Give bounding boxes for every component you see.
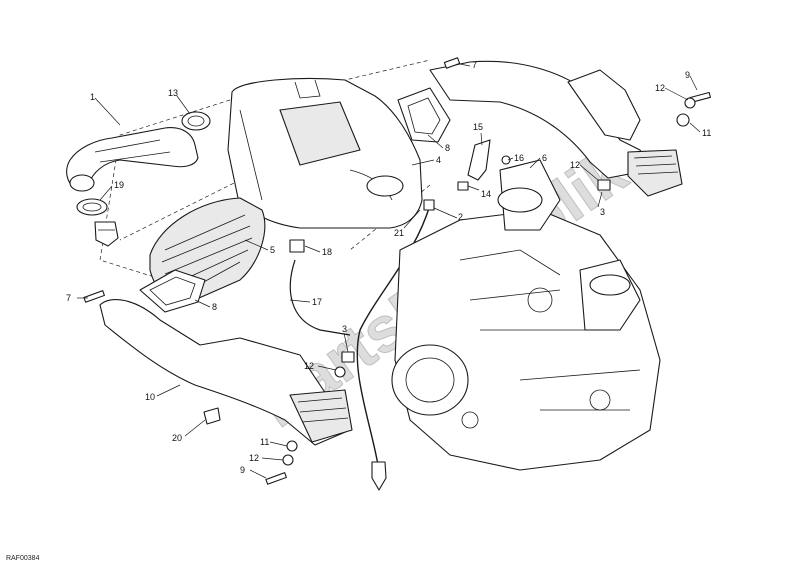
sensor — [94, 221, 119, 247]
callout-9: 9 — [240, 465, 245, 475]
callout-17: 17 — [312, 297, 322, 307]
intake-duct-left — [66, 127, 199, 192]
callout-12: 12 — [570, 160, 580, 170]
callout-3: 3 — [342, 324, 347, 334]
callout-20: 20 — [172, 433, 182, 443]
gasket-lower — [139, 269, 206, 313]
hose-clamp-lower — [76, 198, 108, 216]
callout-8: 8 — [445, 143, 450, 153]
hose-clamp — [181, 111, 211, 131]
callout-9: 9 — [685, 70, 690, 80]
callout-11: 11 — [702, 128, 711, 138]
callout-6: 6 — [542, 153, 547, 163]
leader-lines — [77, 63, 701, 479]
callout-14: 14 — [481, 189, 491, 199]
hardware — [83, 57, 711, 491]
airbox — [227, 77, 423, 229]
callout-4: 4 — [436, 155, 441, 165]
assembly-outline — [99, 59, 431, 286]
callout-11: 11 — [260, 437, 269, 447]
gasket-upper — [397, 87, 451, 143]
callout-5: 5 — [270, 245, 275, 255]
callout-7: 7 — [472, 60, 477, 70]
callout-16: 16 — [514, 153, 524, 163]
callout-15: 15 — [473, 122, 483, 132]
engine — [391, 159, 661, 471]
callout-18: 18 — [322, 247, 332, 257]
intake-duct-upper — [429, 60, 683, 197]
callout-3: 3 — [600, 207, 605, 217]
vent-line — [289, 259, 351, 336]
drawing-code: RAF00384 — [6, 555, 40, 562]
callout-8: 8 — [212, 302, 217, 312]
callout-labels: 1 13 19 7 8 4 15 16 6 9 12 11 12 3 14 2 … — [66, 60, 711, 475]
callout-7: 7 — [66, 293, 71, 303]
intake-duct-lower — [99, 299, 353, 446]
callout-10: 10 — [145, 392, 155, 402]
callout-12: 12 — [655, 83, 665, 93]
callout-13: 13 — [168, 88, 178, 98]
callout-21: 21 — [394, 228, 404, 238]
callout-12: 12 — [304, 361, 314, 371]
callout-1: 1 — [90, 92, 95, 102]
callout-2: 2 — [458, 212, 463, 222]
callout-19: 19 — [114, 180, 124, 190]
callout-12: 12 — [249, 453, 259, 463]
